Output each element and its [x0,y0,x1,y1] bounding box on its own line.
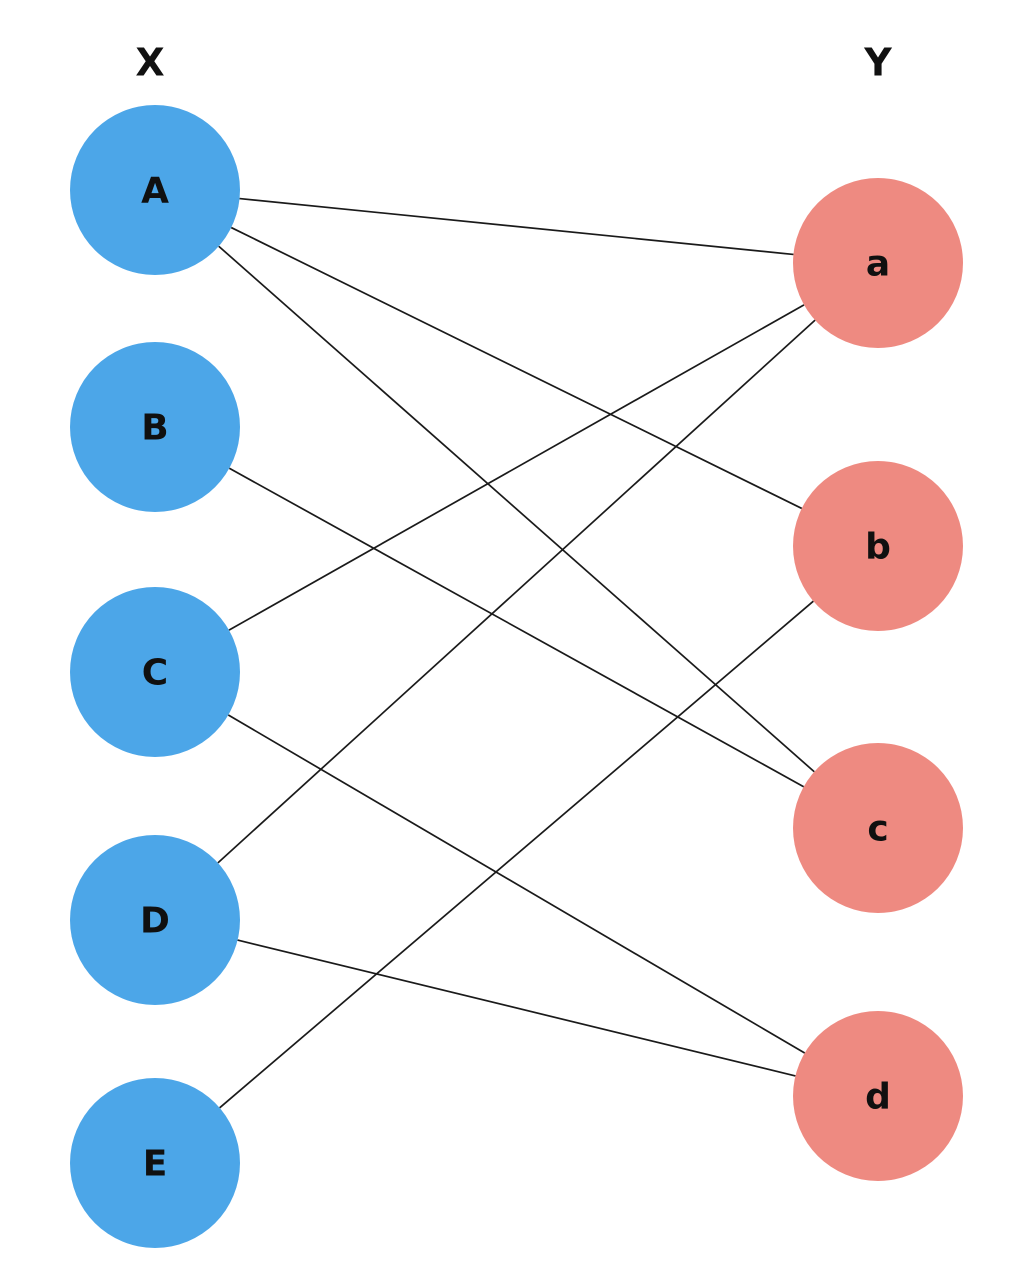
graph-node-c[interactable]: c [793,743,963,913]
node-label-C: C [142,653,168,694]
graph-node-A[interactable]: A [70,105,240,275]
node-circle-E[interactable] [70,1078,240,1248]
graph-edge-c-a [228,304,805,631]
node-label-c: c [867,809,888,850]
graph-node-b[interactable]: b [793,461,963,631]
node-circle-B[interactable] [70,342,240,512]
node-circle-b[interactable] [793,461,963,631]
node-circle-D[interactable] [70,835,240,1005]
right-nodes-group: a b c d [793,178,963,1181]
column-header-y: Y [863,41,892,85]
graph-edge-a-b [230,226,803,510]
graph-edge-e-b [219,600,814,1109]
node-label-A: A [141,171,169,212]
left-nodes-group: A B C D E [70,105,240,1248]
node-circle-d[interactable] [793,1011,963,1181]
node-circle-A[interactable] [70,105,240,275]
graph-edge-d-d [237,939,796,1077]
graph-node-d[interactable]: d [793,1011,963,1181]
column-header-x: X [135,41,164,85]
graph-node-B[interactable]: B [70,342,240,512]
edges-group [217,197,816,1109]
node-label-D: D [140,901,170,942]
graph-node-C[interactable]: C [70,587,240,757]
graph-node-a[interactable]: a [793,178,963,348]
graph-edge-a-a [239,197,794,256]
graph-edge-c-d [227,714,806,1054]
node-circle-a[interactable] [793,178,963,348]
node-circle-C[interactable] [70,587,240,757]
node-label-B: B [141,408,168,449]
node-label-E: E [143,1144,168,1185]
node-label-b: b [865,527,891,568]
node-label-a: a [866,244,890,285]
graph-edge-d-a [217,319,816,864]
graph-node-E[interactable]: E [70,1078,240,1248]
graph-edge-a-c [218,245,815,773]
node-circle-c[interactable] [793,743,963,913]
graph-edge-b-c [228,467,805,788]
node-label-d: d [865,1077,891,1118]
graph-node-D[interactable]: D [70,835,240,1005]
